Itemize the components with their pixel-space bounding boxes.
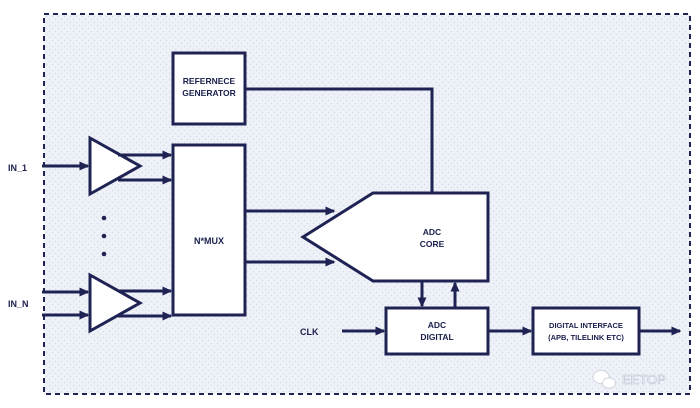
adc-core-label-line1: ADC [423, 227, 441, 237]
ref-to-adc-core-line [245, 87, 434, 193]
adc-digital-block [384, 306, 490, 356]
digital-interface-label-line2: (APB, TILELINK ETC) [548, 333, 624, 342]
mux-block [171, 143, 247, 317]
channel-ellipsis [101, 215, 107, 257]
digital-interface-block [531, 306, 641, 356]
input-buffer-n [88, 272, 144, 334]
digital-interface-label-line1: DIGITAL INTERFACE [549, 321, 623, 330]
in-n-label: IN_N [8, 299, 29, 309]
adc-core-label-line2: CORE [420, 239, 445, 249]
reference-generator-block [171, 51, 247, 126]
watermark: EETOP [592, 370, 666, 389]
clk-label: CLK [300, 327, 319, 337]
input-buffer-1 [88, 135, 144, 197]
adc-core-block [300, 191, 490, 283]
wechat-icon [592, 370, 616, 389]
reference-generator-label-line2: GENERATOR [182, 88, 236, 98]
watermark-text: EETOP [622, 372, 666, 387]
adc-digital-label-line1: ADC [428, 320, 446, 330]
in-1-label: IN_1 [8, 163, 27, 173]
adc-digital-label-line2: DIGITAL [420, 332, 453, 342]
reference-generator-label-line1: REFERNECE [183, 76, 236, 86]
mux-label: N*MUX [194, 236, 224, 246]
